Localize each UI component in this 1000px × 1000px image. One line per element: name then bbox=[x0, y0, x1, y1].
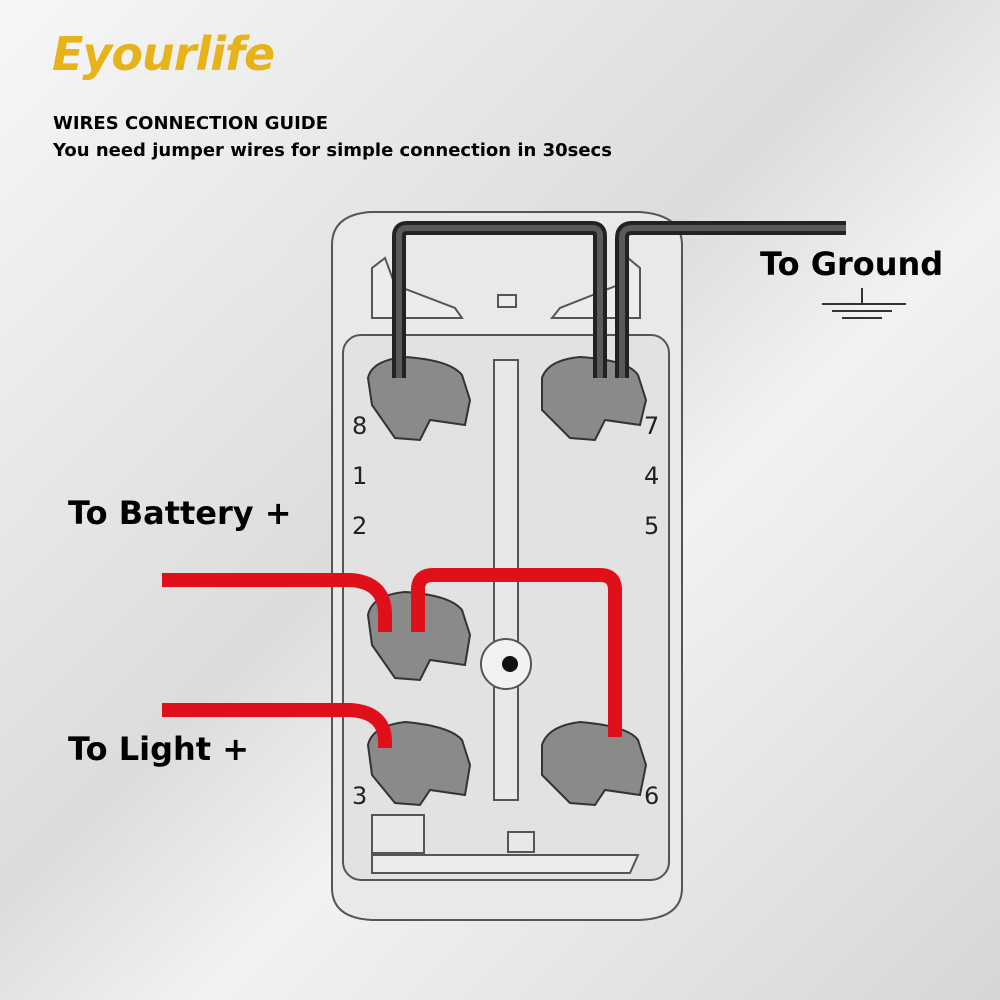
pin-label-8: 8 bbox=[352, 412, 368, 440]
pin-label-5: 5 bbox=[644, 512, 660, 540]
switch-top-notch bbox=[497, 294, 517, 308]
switch-bottom-bar bbox=[371, 854, 640, 874]
switch-center-hole bbox=[502, 656, 518, 672]
power-wires bbox=[162, 568, 622, 749]
pin-label-6: 6 bbox=[644, 782, 660, 810]
pin-label-2: 2 bbox=[352, 512, 368, 540]
pin-label-3: 3 bbox=[352, 782, 368, 810]
ground-label: To Ground bbox=[760, 245, 944, 283]
pin-label-7: 7 bbox=[644, 412, 660, 440]
pin-label-4: 4 bbox=[644, 462, 660, 490]
guide-title: WIRES CONNECTION GUIDE bbox=[53, 113, 329, 134]
ground-symbol-icon bbox=[822, 288, 906, 319]
jumper-wire-2-6 bbox=[411, 568, 622, 737]
battery-label: To Battery + bbox=[68, 494, 292, 532]
jumper-wire-8-7-highlight bbox=[396, 225, 603, 378]
rocker-switch-icon bbox=[331, 211, 683, 921]
switch-bottom-box bbox=[371, 814, 425, 854]
light-wire bbox=[162, 703, 392, 749]
light-label: To Light + bbox=[68, 730, 249, 768]
brand-logo: Eyourlife bbox=[52, 27, 275, 81]
guide-subtitle: You need jumper wires for simple connect… bbox=[53, 140, 612, 161]
svg-text:Eyourlife: Eyourlife bbox=[52, 27, 274, 81]
ground-wire-7-highlight bbox=[619, 225, 846, 378]
ground-wires bbox=[392, 221, 846, 378]
terminal-6 bbox=[541, 720, 648, 807]
pin-label-1: 1 bbox=[352, 462, 368, 490]
battery-wire bbox=[162, 573, 392, 632]
switch-bottom-notch bbox=[507, 831, 535, 853]
